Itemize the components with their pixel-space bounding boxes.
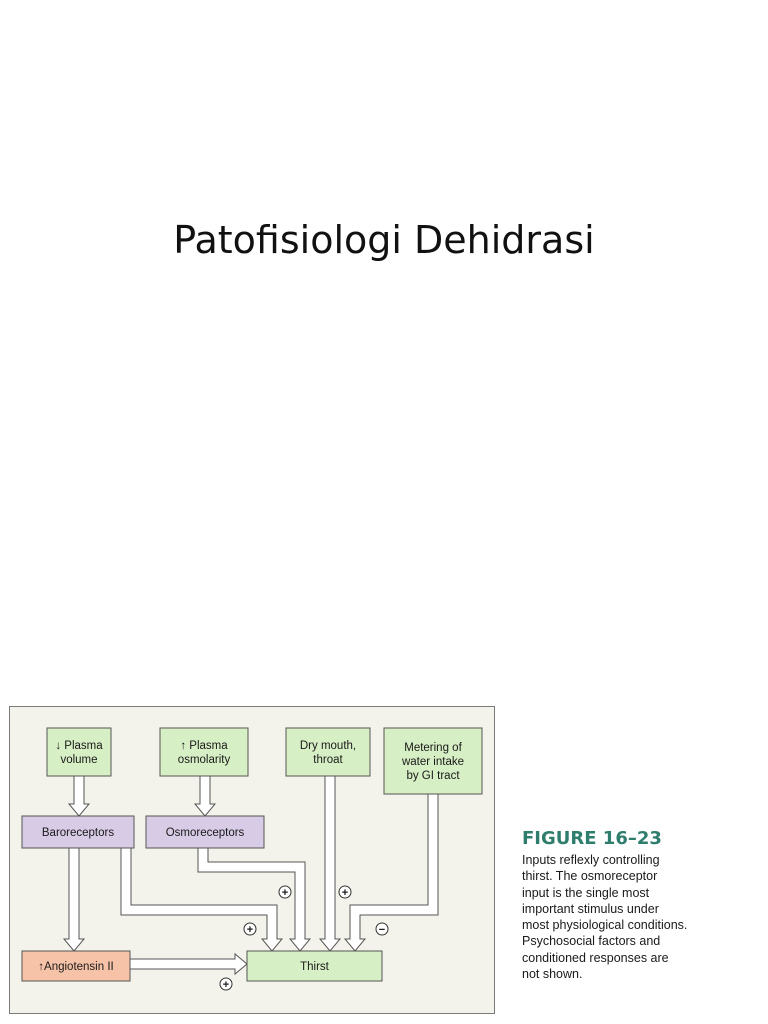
arrow-dry-mouth-to-thirst bbox=[318, 775, 342, 952]
arrow-osmoreceptors-to-thirst bbox=[197, 847, 312, 952]
thirst-node: Thirst bbox=[246, 950, 383, 982]
caption-line: input is the single most bbox=[522, 885, 650, 900]
caption-line: Inputs reflexly controlling bbox=[522, 853, 660, 867]
arrow-plasma-volume-to-baroreceptors bbox=[67, 775, 91, 817]
baroreceptors-label: Baroreceptors bbox=[42, 827, 114, 839]
figure-number: FIGURE 16–23 bbox=[522, 828, 662, 849]
osmoreceptors-label: Osmoreceptors bbox=[166, 827, 245, 839]
minus-sign-metering-icon: − bbox=[375, 922, 389, 936]
osmoreceptors-node: Osmoreceptors bbox=[145, 815, 265, 849]
svg-text:+: + bbox=[342, 887, 348, 899]
dry-mouth-node: Dry mouth,throat bbox=[285, 727, 371, 777]
plus-sign-osmoreceptor-icon: + bbox=[278, 885, 292, 899]
arrow-angiotensin-to-thirst bbox=[129, 952, 248, 976]
svg-text:+: + bbox=[223, 979, 229, 991]
angiotensin-ii-label: ↑Angiotensin II bbox=[38, 961, 113, 973]
baroreceptors-node: Baroreceptors bbox=[21, 815, 135, 849]
caption-line: thirst. The osmoreceptor bbox=[522, 869, 658, 884]
arrow-plasma-osmolarity-to-osmoreceptors bbox=[193, 775, 217, 817]
angiotensin-ii-node: ↑Angiotensin II bbox=[21, 950, 131, 982]
plus-sign-dry-mouth-icon: + bbox=[338, 885, 352, 899]
caption-line: not shown. bbox=[522, 967, 583, 982]
arrow-baroreceptors-to-thirst bbox=[120, 847, 284, 952]
caption-line: important stimulus under bbox=[522, 901, 659, 916]
svg-text:+: + bbox=[247, 924, 253, 936]
arrow-baroreceptors-to-angiotensin bbox=[62, 847, 86, 952]
slide-title: Patofisiologi Dehidrasi bbox=[173, 218, 595, 262]
svg-text:+: + bbox=[282, 887, 288, 899]
figure-caption: Inputs reflexly controlling thirst. The … bbox=[522, 852, 697, 982]
caption-line: Psychosocial factors and bbox=[522, 934, 661, 949]
caption-line: most physiological conditions. bbox=[522, 918, 688, 933]
svg-text:−: − bbox=[379, 924, 385, 936]
caption-line: conditioned responses are bbox=[522, 950, 669, 965]
arrow-metering-to-thirst bbox=[343, 793, 439, 952]
dry-mouth-label: Dry mouth,throat bbox=[300, 740, 356, 766]
plus-sign-baroreceptor-icon: + bbox=[243, 922, 257, 936]
plus-sign-angiotensin-icon: + bbox=[219, 977, 233, 991]
thirst-label: Thirst bbox=[300, 961, 330, 973]
